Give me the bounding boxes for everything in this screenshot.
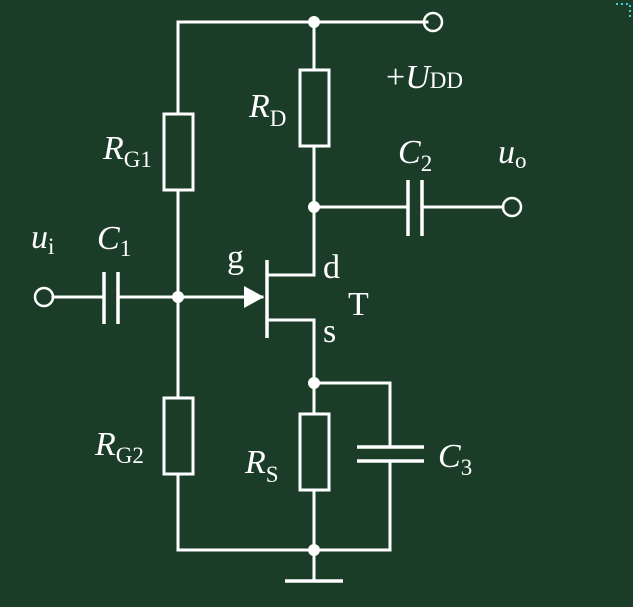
resistor-rd [298,68,331,148]
c1-label: C1 [97,220,131,261]
transistor-label: T [348,286,369,323]
rg1-label: RG1 [102,130,152,172]
input-terminal [33,286,55,308]
drain-label: d [323,249,340,286]
uo-label: uo [498,134,527,173]
c2-label: C2 [398,134,432,176]
rg2-label: RG2 [94,426,144,468]
supply-label: +UDD [386,59,463,96]
gate-arrow-icon [244,286,264,308]
corner-marker [616,3,631,18]
rs-label: RS [244,444,279,487]
source-label: s [323,313,336,350]
c3-label: C3 [438,438,472,480]
resistor-rs [298,412,331,492]
supply-terminal [422,11,444,33]
resistor-rg2 [162,396,195,476]
gate-node [172,291,184,303]
resistor-rg1 [162,112,195,192]
output-terminal [501,196,523,218]
rd-label: RD [248,88,286,131]
gate-label: g [227,239,244,276]
ui-label: ui [31,219,54,259]
